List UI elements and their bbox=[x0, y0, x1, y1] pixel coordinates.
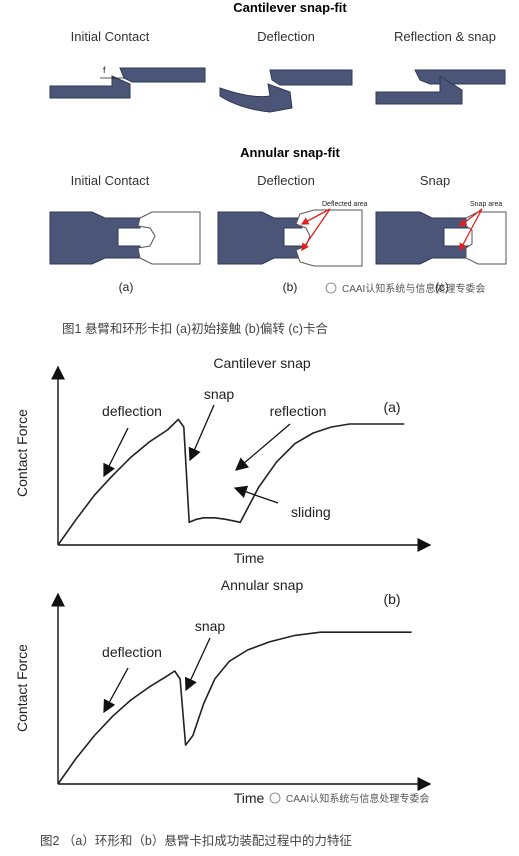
deflected-area-label: Deflected area bbox=[322, 201, 368, 208]
cantilever-stage-initial: Initial Contact bbox=[71, 29, 150, 44]
annular-stage-initial: Initial Contact bbox=[71, 173, 150, 188]
force-series-line bbox=[57, 418, 405, 546]
annular-deflection-diagram: Deflected area bbox=[217, 201, 368, 267]
annular-title: Annular snap-fit bbox=[240, 145, 340, 160]
force-series-line bbox=[57, 631, 412, 785]
cantilever-initial-diagram: f bbox=[49, 65, 206, 99]
annotation-arrow bbox=[233, 485, 279, 504]
annular-initial-diagram bbox=[49, 211, 201, 265]
svg-text:CAAI认知系统与信息处理专委会: CAAI认知系统与信息处理专委会 bbox=[286, 792, 429, 805]
figure2-caption: 图2 （a）环形和（b）悬臂卡扣成功装配过程中的力特征 bbox=[40, 833, 352, 848]
annotation-sliding: sliding bbox=[291, 504, 331, 520]
wechat-icon bbox=[325, 282, 337, 294]
annotation-reflection: reflection bbox=[270, 403, 327, 419]
annular-snap-diagram: Snap area bbox=[375, 201, 507, 265]
y-axis-label: Contact Force bbox=[14, 644, 30, 732]
x-axis-label: Time bbox=[234, 550, 265, 566]
wechat-icon bbox=[269, 792, 281, 804]
cantilever-stage-reflection: Reflection & snap bbox=[394, 29, 496, 44]
annotation-deflection: deflection bbox=[102, 403, 162, 419]
cantilever-snap-chart: Cantilever snap (a) Time Contact Force defle… bbox=[14, 355, 432, 566]
figure1-caption: 图1 悬臂和环形卡扣 (a)初始接触 (b)偏转 (c)卡合 bbox=[62, 321, 328, 336]
chart-title: Annular snap bbox=[221, 577, 304, 593]
annular-stage-deflection: Deflection bbox=[257, 173, 315, 188]
annotation-snap: snap bbox=[204, 386, 235, 402]
cantilever-snap-diagram bbox=[375, 69, 506, 105]
watermark-1: CAAI认知系统与信息处理专委会 bbox=[325, 282, 485, 295]
snap-area-label: Snap area bbox=[470, 201, 502, 208]
panel-label-b: (b) bbox=[283, 280, 298, 294]
annotation-snap: snap bbox=[195, 618, 226, 634]
annotation-deflection: deflection bbox=[102, 644, 162, 660]
chart-title: Cantilever snap bbox=[213, 355, 310, 371]
x-axis-label: Time bbox=[234, 790, 265, 806]
annotation-arrow bbox=[103, 667, 129, 714]
panel-label-c: (c) bbox=[435, 280, 449, 294]
cantilever-deflection-diagram bbox=[219, 69, 353, 113]
panel-label-a: (a) bbox=[119, 280, 134, 294]
force-label: f bbox=[103, 65, 106, 75]
cantilever-title: Cantilever snap-fit bbox=[233, 0, 347, 15]
cantilever-stage-deflection: Deflection bbox=[257, 29, 315, 44]
annotation-arrow bbox=[188, 404, 215, 462]
annotation-arrow bbox=[235, 423, 291, 471]
annotation-arrow bbox=[103, 427, 129, 478]
y-axis-label: Contact Force bbox=[14, 409, 30, 497]
annular-stage-snap: Snap bbox=[420, 173, 450, 188]
annular-snap-chart: Annular snap (b) Time Contact Force deflecti… bbox=[14, 577, 432, 806]
chart-panel-label: (b) bbox=[383, 591, 400, 607]
annotation-arrow bbox=[185, 637, 211, 692]
svg-text:CAAI认知系统与信息处理专委会: CAAI认知系统与信息处理专委会 bbox=[342, 282, 485, 295]
watermark-2: CAAI认知系统与信息处理专委会 bbox=[269, 792, 429, 805]
chart-panel-label: (a) bbox=[383, 399, 400, 415]
